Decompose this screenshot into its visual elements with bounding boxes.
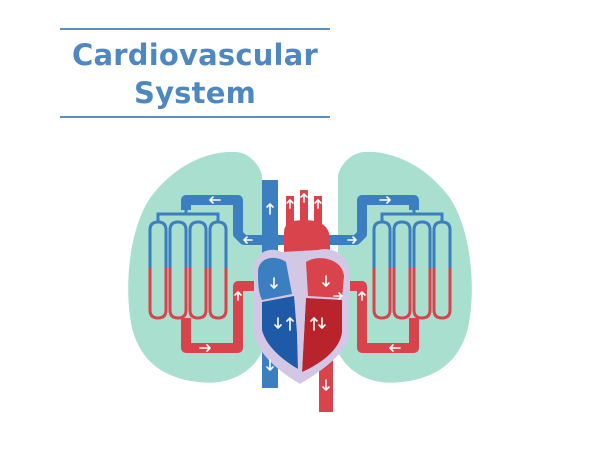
arrow-icon <box>266 203 274 215</box>
arrow-icon <box>358 291 366 301</box>
left-atrium <box>306 258 344 298</box>
title-line-1: Cardiovascular <box>72 38 318 72</box>
arrow-icon <box>333 292 343 300</box>
arrow-icon <box>389 344 401 352</box>
arrow-icon <box>266 359 274 371</box>
arrow-icon <box>209 196 221 204</box>
arrow-icon <box>310 317 318 331</box>
arrow-icon <box>286 199 294 209</box>
page-title: Cardiovascular System <box>60 36 330 112</box>
arrow-icon <box>243 236 253 244</box>
arrow-icon <box>318 317 326 329</box>
title-block: Cardiovascular System <box>60 28 330 118</box>
arrow-icon <box>300 193 308 203</box>
septum <box>296 296 306 372</box>
left-pulmonary-vein <box>181 281 262 353</box>
arrow-icon <box>274 317 282 329</box>
arrow-icon <box>322 379 330 391</box>
title-top-rule <box>60 28 330 30</box>
title-line-2: System <box>133 76 256 110</box>
right-lung <box>338 151 472 383</box>
aortic-arch <box>284 190 330 256</box>
arrow-icon <box>286 317 294 331</box>
right-atrium <box>258 257 292 300</box>
arrow-icon <box>314 199 322 209</box>
flow-arrows <box>199 193 401 391</box>
arrow-icon <box>234 291 242 301</box>
left-lung <box>128 151 262 383</box>
arrow-icon <box>270 277 278 289</box>
arrow-icon <box>322 275 330 287</box>
arrow-icon <box>347 236 357 244</box>
title-bottom-rule <box>60 116 330 118</box>
left-ventricle <box>302 298 342 372</box>
left-capillary-bed <box>148 206 228 320</box>
right-pulmonary-vein <box>338 281 419 353</box>
right-ventricle <box>262 296 300 370</box>
arrow-icon <box>199 344 211 352</box>
right-capillary-bed <box>372 206 452 320</box>
arrow-icon <box>379 196 391 204</box>
